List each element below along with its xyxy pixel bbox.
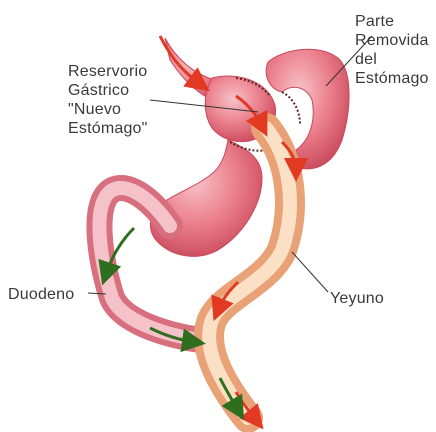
label-removed-line-4: Estómago xyxy=(355,69,429,88)
label-removed-stomach: Parte Removida del Estómago xyxy=(355,12,429,88)
label-pouch-line-2: Gástrico xyxy=(68,81,148,100)
label-removed-line-1: Parte xyxy=(355,12,429,31)
label-pouch-line-4: Estómago" xyxy=(68,119,148,138)
leader-jejunum xyxy=(292,252,328,292)
label-jejunum: Yeyuno xyxy=(330,289,384,308)
label-pouch-line-1: Reservorio xyxy=(68,62,148,81)
staple-line-remnant xyxy=(282,92,300,124)
label-removed-line-3: del xyxy=(355,50,429,69)
label-removed-line-2: Removida xyxy=(355,31,429,50)
label-pouch-line-3: "Nuevo xyxy=(68,100,148,119)
bypassed-stomach xyxy=(150,140,262,256)
label-gastric-pouch: Reservorio Gástrico "Nuevo Estómago" xyxy=(68,62,148,138)
label-duodenum: Duodeno xyxy=(8,285,74,304)
